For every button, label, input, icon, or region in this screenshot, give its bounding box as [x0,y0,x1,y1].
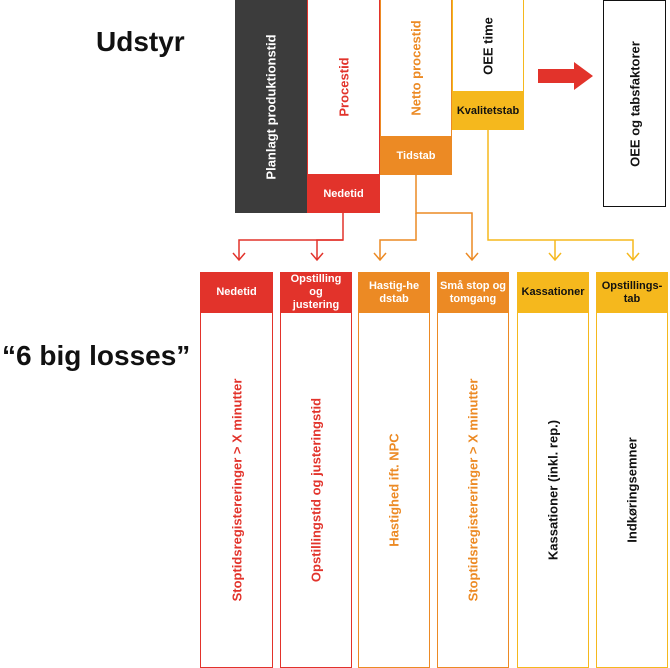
net-process-time-bar: Netto procestid [380,0,452,137]
loss-body: Hastighed ift. NPC [358,313,430,668]
process-time-bar: Procestid [307,0,380,175]
loss-body: Stoptidsregistereringer > X minutter [437,313,509,668]
loss-body: Indkøringsemner [596,313,668,668]
loss-column-startup: Opstillings-tab Indkøringsemner [596,272,668,668]
time-loss-box: Tidstab [380,137,452,175]
loss-column-minor-stops: Små stop og tomgang Stoptidsregistererin… [437,272,509,668]
loss-header: Hastig-hedstab [358,272,430,313]
loss-body: Opstillingstid og justeringstid [280,313,352,668]
downtime-box: Nedetid [307,175,380,213]
equipment-label: Udstyr [96,26,185,57]
oee-time-bar: OEE time [452,0,524,92]
quality-loss-label: Kvalitetstab [456,104,520,117]
right-arrow-icon [538,62,593,90]
loss-body: Stoptidsregistereringer > X minutter [200,313,273,668]
oee-factors-box: OEE og tabsfaktorer [603,0,666,207]
loss-column-setup: Opstilling og justering Opstillingstid o… [280,272,352,668]
loss-column-speed: Hastig-hedstab Hastighed ift. NPC [358,272,430,668]
loss-header: Opstilling og justering [280,272,352,313]
loss-header: Små stop og tomgang [437,272,509,313]
big-losses-label: “6 big losses” [2,340,191,371]
loss-body: Kassationer (inkl. rep.) [517,313,589,668]
planned-production-time-bar: Planlagt produktionstid [235,0,307,213]
loss-column-scrap: Kassationer Kassationer (inkl. rep.) [517,272,589,668]
loss-header: Nedetid [200,272,273,313]
loss-header: Opstillings-tab [596,272,668,313]
quality-loss-box: Kvalitetstab [452,92,524,130]
loss-column-downtime: Nedetid Stoptidsregistereringer > X minu… [200,272,273,668]
time-loss-label: Tidstab [396,149,436,162]
downtime-label: Nedetid [323,187,364,200]
loss-header: Kassationer [517,272,589,313]
